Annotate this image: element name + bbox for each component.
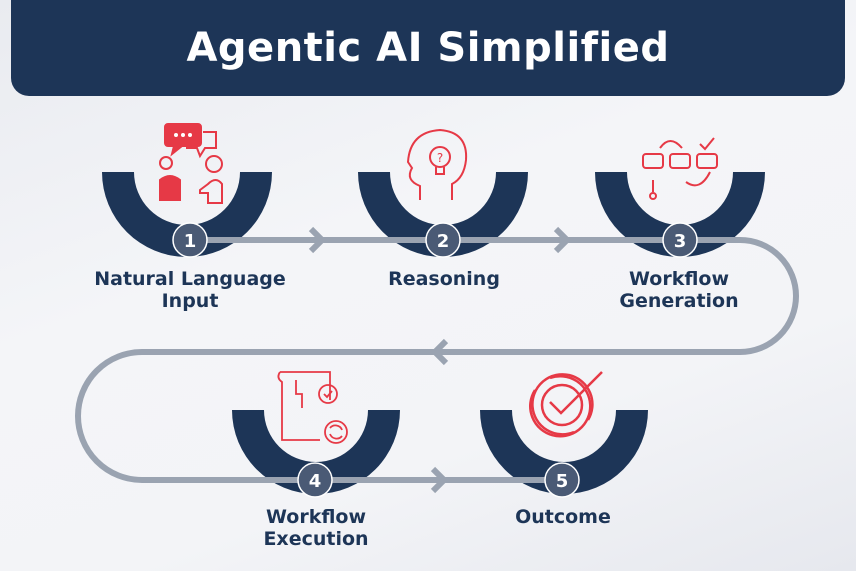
connector-path — [75, 237, 799, 483]
step-4-arc — [232, 410, 400, 494]
step-3-badge — [662, 222, 698, 258]
step-4-badge — [297, 462, 333, 498]
step-5-arc — [480, 410, 648, 494]
arrow-icon — [430, 338, 449, 366]
step-1-arc — [102, 172, 272, 257]
arrow-icon — [553, 226, 572, 254]
step-5-label: Outcome — [515, 506, 611, 528]
step-3-number: 3 — [674, 231, 687, 252]
svg-text:?: ? — [437, 151, 443, 165]
arrow-icon — [430, 466, 449, 494]
step-5-number: 5 — [556, 471, 569, 492]
process-document-icon — [277, 371, 348, 444]
step-3-arc — [595, 172, 765, 257]
conversation-icon — [159, 123, 223, 204]
thinking-head-icon: ? — [406, 128, 468, 200]
step-2-number: 2 — [437, 231, 450, 252]
step-2-label: Reasoning — [388, 268, 500, 290]
arrow-icon — [308, 226, 327, 254]
step-2-arc — [358, 172, 528, 257]
check-cycle-icon — [529, 371, 603, 438]
step-5-badge — [544, 462, 580, 498]
title-banner: Agentic AI Simplified — [11, 0, 845, 96]
step-1-number: 1 — [184, 231, 197, 252]
step-2-badge — [425, 222, 461, 258]
page-title: Agentic AI Simplified — [186, 25, 670, 71]
step-1-badge — [172, 222, 208, 258]
step-4-number: 4 — [309, 471, 322, 492]
flowchart-icon — [642, 137, 718, 200]
